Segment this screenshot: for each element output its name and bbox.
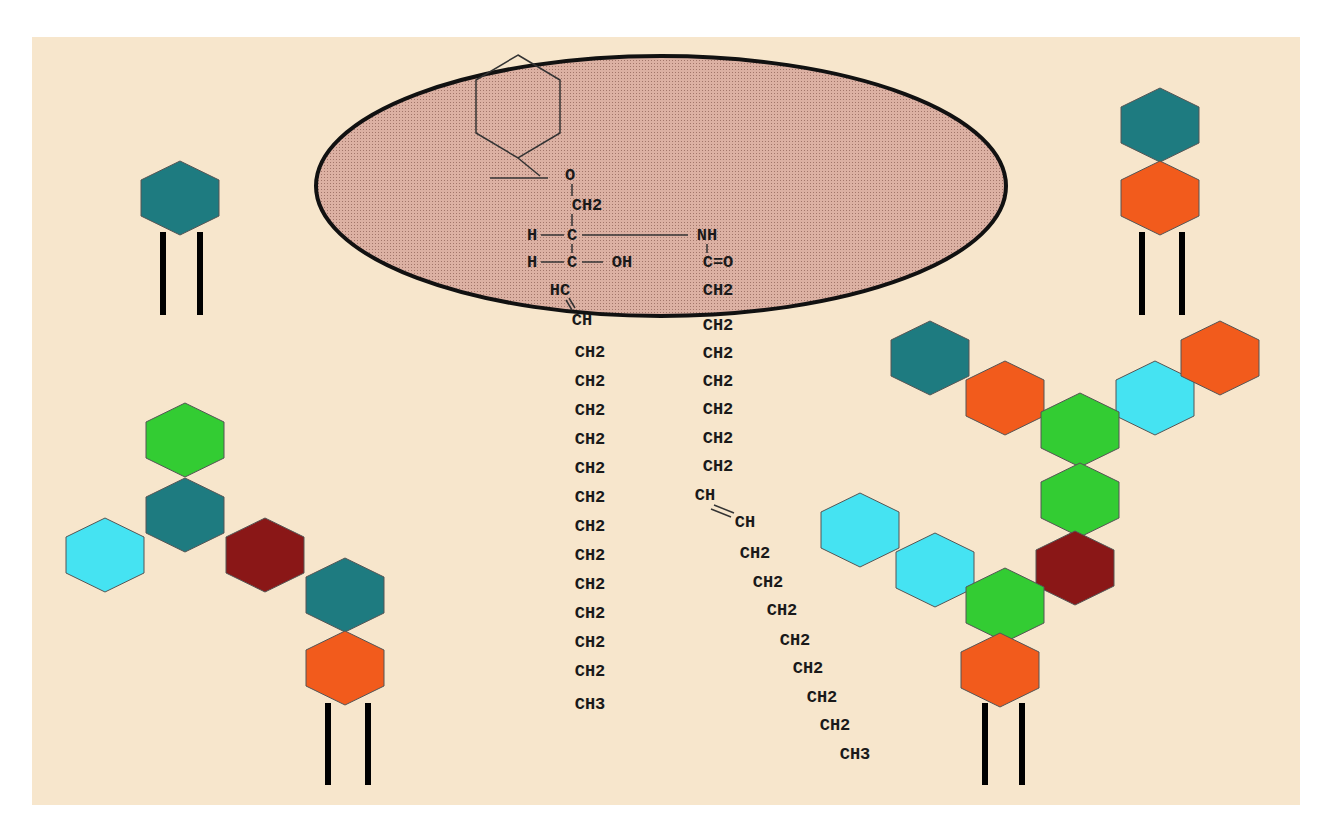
formula-label: CH3 [575, 696, 606, 713]
lipid-tail [325, 703, 331, 785]
formula-label: HC [550, 282, 570, 299]
lipid-tail [1179, 232, 1185, 315]
formula-label: H [527, 227, 537, 244]
headgroup-oval [316, 56, 1006, 316]
sugar-hexagon [821, 493, 899, 567]
bond [571, 184, 573, 196]
formula-label: OH [612, 254, 632, 271]
formula-label: CH2 [703, 317, 734, 334]
formula-label: CH2 [703, 401, 734, 418]
formula-label: CH2 [575, 634, 606, 651]
sugar-hexagon [966, 568, 1044, 642]
formula-label: C [567, 254, 577, 271]
sugar-hexagon [1181, 321, 1259, 395]
sugar-hexagon [891, 321, 969, 395]
sugar-hexagon [146, 478, 224, 552]
formula-label: CH2 [575, 663, 606, 680]
formula-label: CH2 [753, 574, 784, 591]
background-panel [32, 37, 1300, 805]
formula-label: CH2 [703, 373, 734, 390]
lipid-tail [1139, 232, 1145, 315]
sugar-hexagon [961, 633, 1039, 707]
sugar-hexagon [966, 361, 1044, 435]
bond [541, 261, 564, 263]
formula-label: CH [572, 312, 592, 329]
bond [490, 177, 548, 179]
formula-label: CH2 [575, 431, 606, 448]
formula-label: CH2 [767, 602, 798, 619]
bond [518, 158, 540, 176]
formula-label: CH2 [793, 660, 824, 677]
lipid-tail [160, 232, 166, 315]
formula-label: CH2 [575, 605, 606, 622]
lipid-tail [982, 703, 988, 785]
formula-label: CH2 [575, 402, 606, 419]
formula-label: O [565, 167, 575, 184]
bond [541, 234, 564, 236]
formula-label: C=O [703, 254, 734, 271]
formula-label: CH2 [820, 717, 851, 734]
formula-label: CH2 [575, 489, 606, 506]
sugar-hexagon [1121, 88, 1199, 162]
formula-label: CH2 [807, 689, 838, 706]
formula-label: CH2 [703, 282, 734, 299]
formula-label: CH [735, 514, 755, 531]
sugar-hexagon [306, 558, 384, 632]
formula-label: CH3 [840, 746, 871, 763]
bond [571, 214, 573, 226]
sugar-ring [476, 55, 560, 158]
formula-label: CH2 [575, 547, 606, 564]
bond [582, 234, 688, 236]
formula-label: CH2 [703, 345, 734, 362]
lipid-tail [1019, 703, 1025, 785]
formula-label: CH2 [575, 576, 606, 593]
formula-label: NH [697, 227, 717, 244]
formula-label: CH2 [575, 460, 606, 477]
sugar-hexagon [896, 533, 974, 607]
double-bond [711, 509, 731, 517]
lipid-tail [365, 703, 371, 785]
formula-label: CH [695, 487, 715, 504]
lipid-legs [163, 232, 1182, 785]
formula-label: C [567, 227, 577, 244]
formula-label: CH2 [740, 545, 771, 562]
formula-label: H [527, 254, 537, 271]
sugar-hexagons [66, 88, 1259, 707]
bond [582, 261, 603, 263]
bond [571, 244, 573, 253]
bond [569, 298, 575, 308]
sugar-hexagon [1041, 393, 1119, 467]
sugar-hexagon [1041, 463, 1119, 537]
formula-label: CH2 [575, 518, 606, 535]
formula-label: CH2 [575, 373, 606, 390]
formula-label: CH2 [572, 197, 603, 214]
bond [706, 244, 708, 253]
formula-label: CH2 [703, 458, 734, 475]
sugar-hexagon [1036, 531, 1114, 605]
formula-label: CH2 [575, 344, 606, 361]
formula-label: CH2 [780, 632, 811, 649]
formula-label: CH2 [703, 430, 734, 447]
sugar-hexagon [306, 631, 384, 705]
lipid-tail [197, 232, 203, 315]
sugar-hexagon [226, 518, 304, 592]
sugar-hexagon [66, 518, 144, 592]
sugar-hexagon [146, 403, 224, 477]
sugar-hexagon [1121, 161, 1199, 235]
structure-bonds [476, 55, 734, 517]
sugar-hexagon [141, 161, 219, 235]
